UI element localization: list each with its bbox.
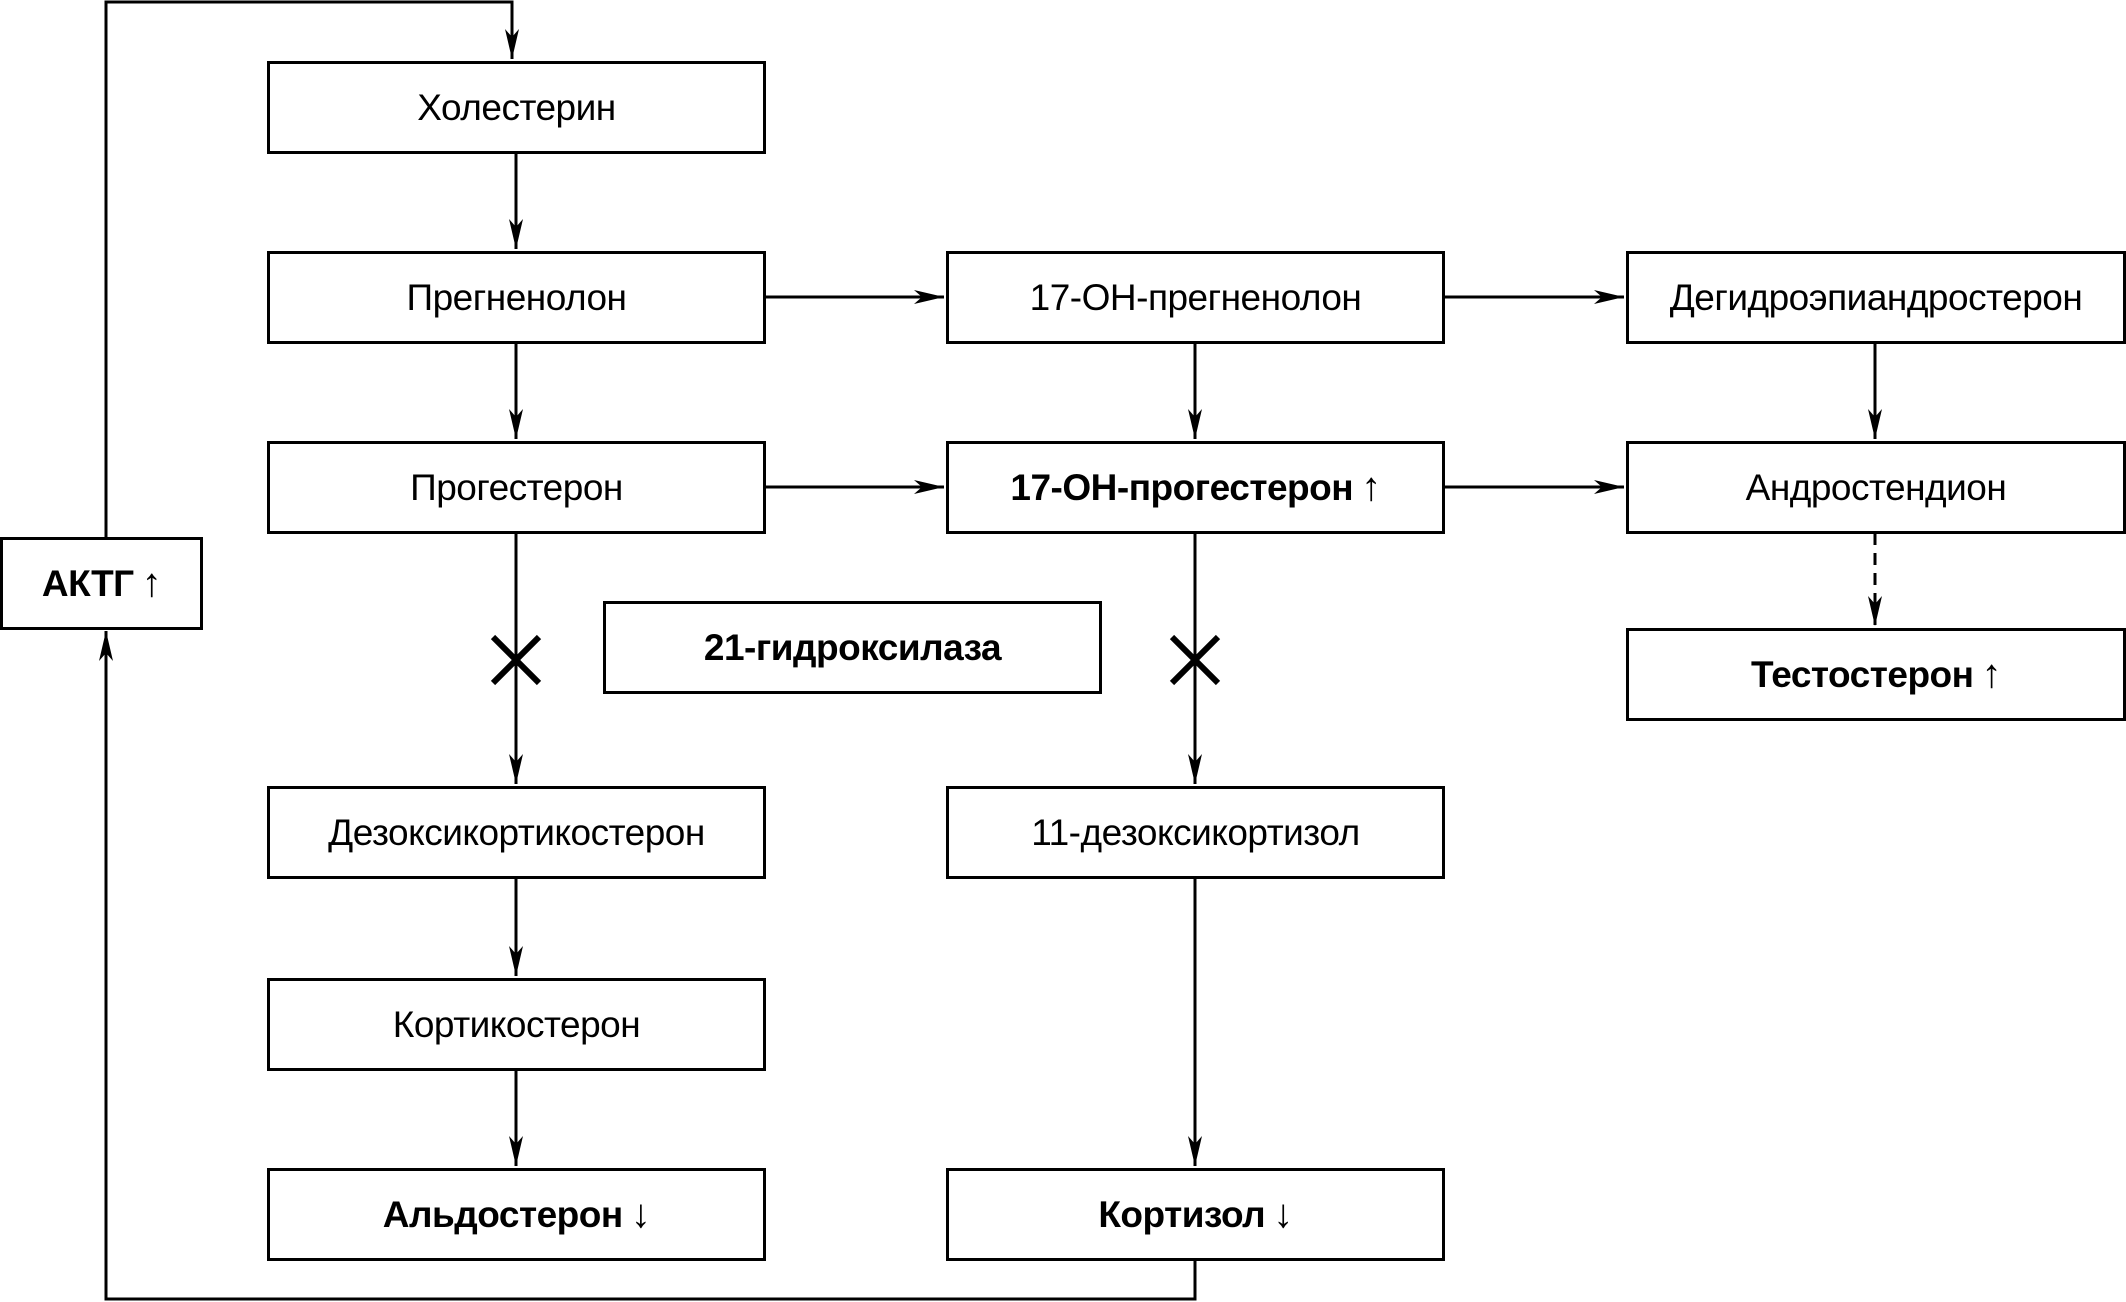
node-label: 21-гидроксилаза xyxy=(703,626,1002,668)
node-aldosterone: Альдостерон↓ xyxy=(267,1168,766,1261)
node-dhea: Дегидроэпиандростерон xyxy=(1626,251,2126,344)
node-label: Холестерин xyxy=(417,86,616,128)
node-17oh-progesterone: 17-ОН-прогестерон↑ xyxy=(946,441,1445,534)
increase-arrow-icon: ↑ xyxy=(141,561,162,605)
node-label: Дегидроэпиандростерон xyxy=(1669,276,2083,318)
node-label: Тестостерон xyxy=(1751,653,1974,695)
decrease-arrow-icon: ↓ xyxy=(630,1192,651,1236)
edge-acth-cholesterol-feedback xyxy=(104,0,519,537)
node-label: Кортикостерон xyxy=(392,1003,641,1045)
node-corticosterone: Кортикостерон xyxy=(267,978,766,1071)
block-mark-left-icon xyxy=(490,634,542,686)
node-label: 11-дезоксикортизол xyxy=(1031,811,1360,853)
increase-arrow-icon: ↑ xyxy=(1981,652,2002,696)
node-label: Прогестерон xyxy=(410,466,623,508)
node-pregnenolone: Прегненолон xyxy=(267,251,766,344)
node-acth: АКТГ↑ xyxy=(0,537,203,630)
node-label: Прегненолон xyxy=(406,276,627,318)
node-deoxycorticosterone: Дезоксикортикостерон xyxy=(267,786,766,879)
node-label: Андростендион xyxy=(1745,466,2007,508)
node-label: Кортизол xyxy=(1098,1193,1266,1235)
node-testosterone: Тестостерон↑ xyxy=(1626,628,2126,721)
node-11-deoxycortisol: 11-дезоксикортизол xyxy=(946,786,1445,879)
block-mark-right-icon xyxy=(1169,634,1221,686)
node-label: 17-ОН-прегненолон xyxy=(1029,276,1362,318)
node-androstenedione: Андростендион xyxy=(1626,441,2126,534)
node-label: 17-ОН-прогестерон xyxy=(1010,466,1354,508)
node-17oh-pregnenolone: 17-ОН-прегненолон xyxy=(946,251,1445,344)
node-21-hydroxylase: 21-гидроксилаза xyxy=(603,601,1102,694)
node-cholesterol: Холестерин xyxy=(267,61,766,154)
edge-cortisol-acth-feedback xyxy=(99,631,1197,1301)
node-label: Альдостерон xyxy=(382,1193,623,1235)
node-cortisol: Кортизол↓ xyxy=(946,1168,1445,1261)
decrease-arrow-icon: ↓ xyxy=(1273,1192,1293,1236)
increase-arrow-icon: ↑ xyxy=(1361,465,1381,509)
node-label: Дезоксикортикостерон xyxy=(328,811,705,853)
node-label: АКТГ xyxy=(41,562,134,604)
node-progesterone: Прогестерон xyxy=(267,441,766,534)
